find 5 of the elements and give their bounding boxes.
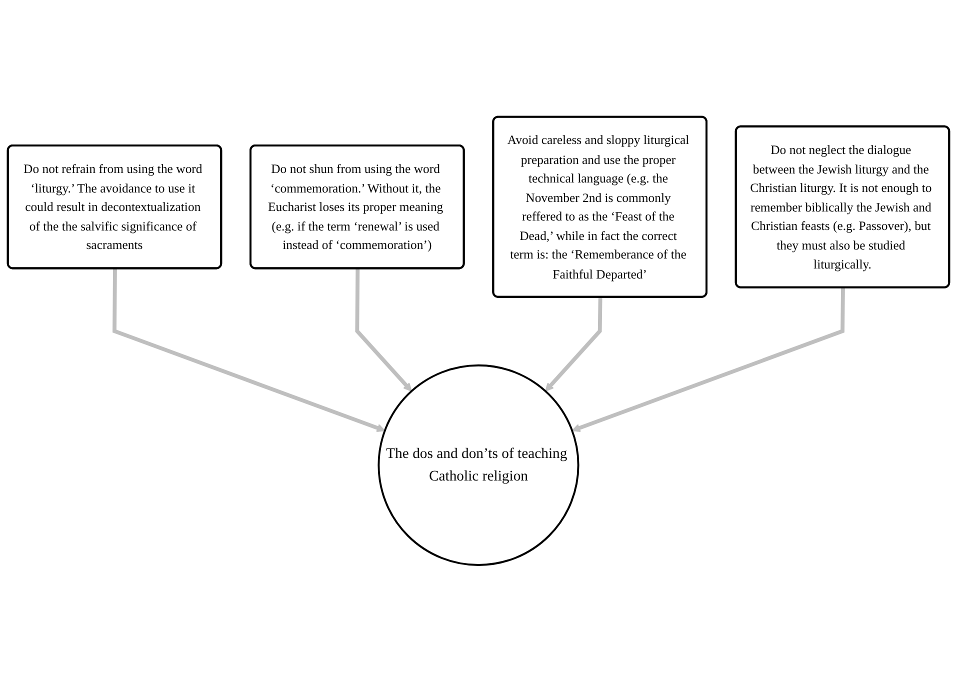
arrow [112,268,386,432]
node-circle: The dos and don’ts of teaching Catholic religion [378,364,580,566]
arrow [355,268,412,392]
arrow [545,297,602,392]
arrow [572,288,845,432]
